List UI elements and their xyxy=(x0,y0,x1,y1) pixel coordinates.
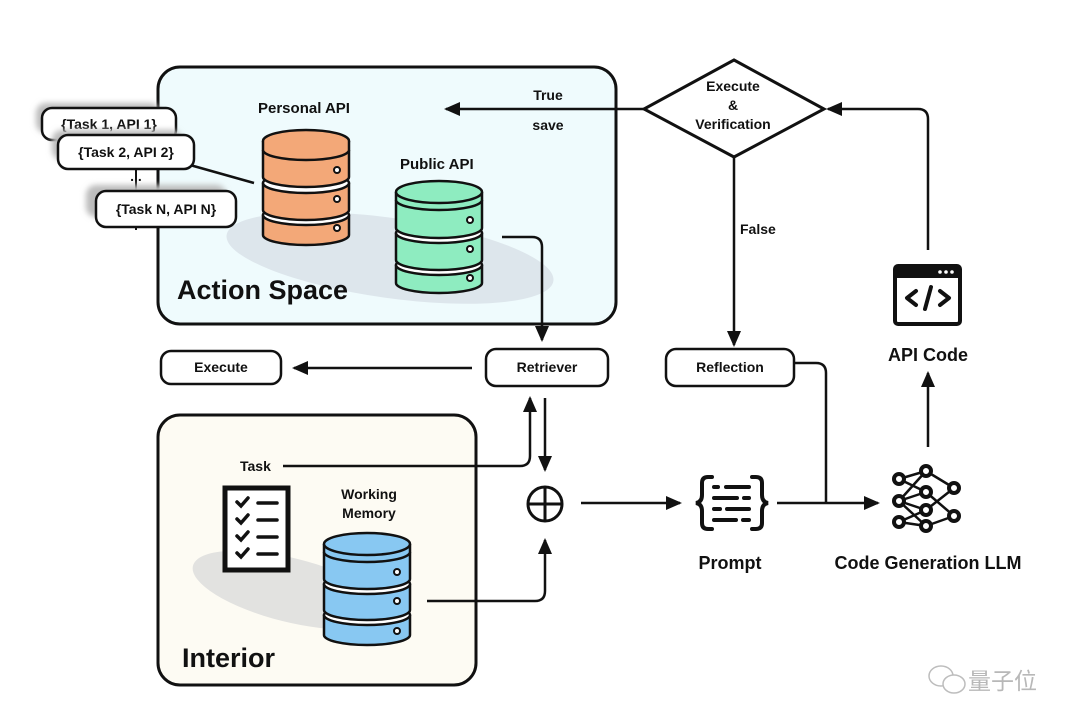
action-space-title: Action Space xyxy=(177,275,348,305)
interior-title: Interior xyxy=(182,643,276,673)
personal-api-database-icon[interactable] xyxy=(261,128,351,247)
public-api-database-icon[interactable] xyxy=(394,179,484,295)
prompt-label: Prompt xyxy=(699,553,762,573)
decision-line1: Execute xyxy=(706,78,760,94)
working-memory-label-2: Memory xyxy=(342,505,396,521)
wechat-icon xyxy=(928,665,966,694)
public-api-label: Public API xyxy=(400,156,474,173)
interior-panel: Interior Task Working Memory xyxy=(156,413,478,687)
save-label: save xyxy=(532,117,563,133)
api-code-label: API Code xyxy=(888,345,968,365)
reflection-to-llm-connector xyxy=(794,361,828,503)
reflection-node-label: Reflection xyxy=(696,359,764,375)
neural-network-icon[interactable] xyxy=(892,464,961,533)
personal-api-label: Personal API xyxy=(258,100,350,117)
working-memory-label-1: Working xyxy=(341,486,397,502)
checklist-icon[interactable] xyxy=(222,485,291,573)
circle-plus-icon xyxy=(526,485,564,523)
task-api-pair-n-label: {Task N, API N} xyxy=(116,201,217,217)
ellipsis-label: ... xyxy=(130,168,142,184)
task-api-pair-n[interactable] xyxy=(94,189,238,229)
curly-braces-document-icon[interactable] xyxy=(695,475,769,531)
public-to-retriever-arrow xyxy=(502,235,549,342)
execute-node-label: Execute xyxy=(194,359,248,375)
retriever-node[interactable] xyxy=(484,347,610,388)
code-window-icon[interactable] xyxy=(893,264,962,326)
task-api-pairs: {Task 1, API 1} {Task 2, API 2} ... {Tas… xyxy=(36,103,255,230)
llm-label: Code Generation LLM xyxy=(834,553,1021,573)
reflection-node[interactable] xyxy=(664,347,796,388)
task-api-pair-1-label: {Task 1, API 1} xyxy=(61,116,157,132)
task-label: Task xyxy=(240,458,271,474)
decision-line2: & xyxy=(728,97,738,113)
true-label: True xyxy=(533,87,563,103)
working-memory-database-icon[interactable] xyxy=(322,531,412,647)
task-api-pair-2-label: {Task 2, API 2} xyxy=(78,144,174,160)
task-to-retriever-arrow xyxy=(283,396,537,468)
memory-to-combine-arrow xyxy=(427,538,552,603)
retriever-node-label: Retriever xyxy=(517,359,578,375)
watermark-text: 量子位 xyxy=(968,669,1037,695)
execute-verification-decision[interactable]: Execute & Verification xyxy=(640,58,828,159)
execute-node[interactable] xyxy=(159,349,283,386)
watermark: 量子位 xyxy=(928,665,1037,695)
false-label: False xyxy=(740,221,776,237)
api-code-to-decision-arrow xyxy=(826,102,930,250)
task-api-pair-2[interactable] xyxy=(56,133,196,171)
decision-line3: Verification xyxy=(695,116,770,132)
